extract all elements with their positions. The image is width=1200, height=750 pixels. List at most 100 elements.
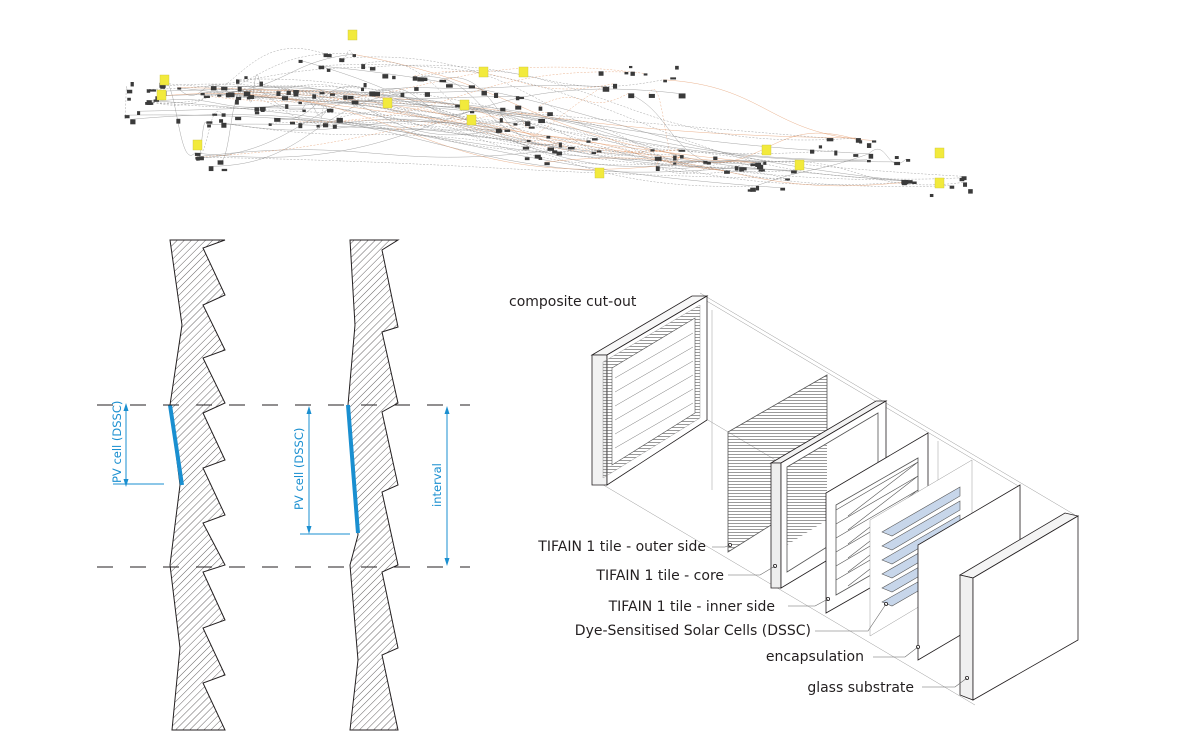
graph-node [439,79,447,83]
graph-wire [336,110,593,146]
layer-label-encapsulation: encapsulation [766,649,864,665]
graph-node [734,166,739,171]
pv-cell-right [346,404,360,534]
exploded-view [590,292,1080,706]
graph-node [538,106,543,111]
graph-node [298,59,303,63]
graph-node [624,71,629,75]
graph-wire [243,91,756,163]
graph-node [912,181,917,184]
graph-node [130,119,136,125]
graph-wire [194,88,679,158]
layer-label-dssc: Dye-Sensitised Solar Cells (DSSC) [575,623,811,639]
graph-node [236,79,240,84]
graph-wire [351,100,869,155]
graph-wire [739,167,913,182]
graph-node [352,54,357,57]
graph-note [159,74,170,86]
graph-note [761,144,772,156]
graph-node [221,168,228,172]
exploded-title: composite cut-out [509,294,637,310]
graph-wire [196,86,415,159]
graph-node [286,90,291,95]
graph-node [219,119,224,123]
graph-node [515,105,522,110]
pv-label-left: PV cell (DSSC) [110,401,124,483]
profile-left-shape [169,239,226,731]
graph-node [499,118,503,123]
graph-node [322,123,329,128]
graph-wire [195,156,786,179]
graph-wire [298,59,496,129]
graph-wire [247,74,260,103]
graph-node [504,129,511,132]
graph-node [351,100,359,105]
section-profile-right [346,239,400,731]
graph-node [598,71,604,76]
graph-wire [322,119,679,154]
graph-node [643,73,648,76]
graph-wire [149,53,353,104]
graph-node [221,86,228,91]
graph-wire [221,121,496,131]
graph-node [206,121,213,124]
graph-node [650,149,655,152]
graph-node [159,83,166,88]
graph-wire [210,85,895,163]
graph-node [724,170,730,174]
graph-node [228,92,235,98]
graph-wire [149,102,514,124]
graph-node [528,126,535,129]
graph-node [329,93,335,96]
graph-node [524,157,530,161]
graph-node [259,81,263,87]
graph-node [855,138,861,143]
graph-wire [369,64,856,141]
graph-node [894,161,901,166]
graph-wire [159,82,827,139]
graph-node [871,140,877,143]
graph-wire [177,84,229,96]
graph-node [763,161,767,165]
graph-node [412,76,418,81]
graph-node [592,138,598,141]
graph-node [628,93,635,99]
graph-wire [236,78,757,187]
leader-lines [712,544,968,688]
graph-node [254,107,260,112]
layer-label-inner-side: TIFAIN 1 tile - inner side [608,599,775,615]
graph-node [901,179,909,185]
layer-label-core: TIFAIN 1 tile - core [595,568,724,584]
graph-wire [286,90,559,143]
graph-wire [208,91,425,167]
graph-wire [318,65,913,182]
graph-wire [538,93,629,107]
graph-node [968,189,973,194]
graph-node [547,112,553,117]
graph-node [243,91,251,97]
graph-node [225,92,230,98]
graph-node [326,68,331,72]
graph-node [254,111,260,115]
graph-node [217,160,224,165]
graph-wire [414,85,604,89]
graph-node [558,142,562,148]
graph-wire [290,71,625,123]
graph-wire [663,79,872,141]
graph-node [703,160,708,164]
graph-node [274,118,281,122]
graph-note [192,139,203,151]
graph-node [544,162,550,166]
graph-node [630,71,635,76]
graph-wire [276,84,471,118]
graph-node [210,86,217,91]
graph-node [949,185,955,189]
graph-note [459,99,470,111]
graph-note [594,167,605,179]
dimension-interval: interval [430,406,450,566]
graph-node [319,92,325,95]
graph-wire [207,123,497,131]
graph-note [478,66,489,78]
graph-node [648,93,655,98]
graph-node [196,158,200,161]
